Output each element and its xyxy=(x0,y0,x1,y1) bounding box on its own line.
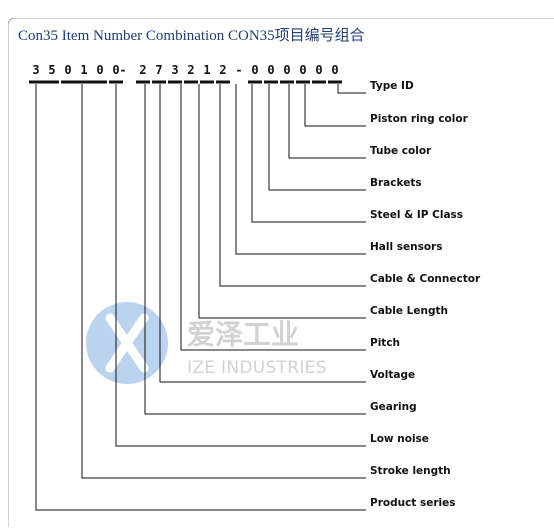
leader-line xyxy=(288,84,366,159)
code-digit: 1 xyxy=(80,63,87,77)
leader-line xyxy=(35,84,366,511)
code-digit: - xyxy=(119,63,126,77)
field-label: Type ID xyxy=(370,80,414,92)
leader-line xyxy=(304,84,366,127)
code-digit: 0 xyxy=(315,63,322,77)
page-title: Con35 Item Number Combination CON35项目编号组… xyxy=(18,28,365,44)
diagram-frame xyxy=(7,17,554,527)
leader-line xyxy=(144,84,366,415)
frame-border xyxy=(7,17,554,527)
leader-line xyxy=(251,84,366,223)
code-digit: 2 xyxy=(219,63,226,77)
code-digit: 3 xyxy=(171,63,178,77)
leader-line xyxy=(159,84,366,383)
code-digit: 1 xyxy=(203,63,210,77)
code-digit: 0 xyxy=(331,63,338,77)
field-label: Brackets xyxy=(370,177,422,189)
watermark: 爱泽工业 IZE INDUSTRIES xyxy=(86,302,327,384)
leader-line xyxy=(219,84,366,287)
code-digit: 0 xyxy=(96,63,103,77)
watermark-english-text: IZE INDUSTRIES xyxy=(187,358,327,378)
leader-line xyxy=(81,84,366,479)
leader-line xyxy=(268,84,366,191)
leader-line xyxy=(337,84,366,94)
code-digit: 0 xyxy=(64,63,71,77)
field-label: Voltage xyxy=(370,369,415,381)
code-digit: 7 xyxy=(155,63,162,77)
code-digit: - xyxy=(235,63,242,77)
code-digit: 0 xyxy=(299,63,306,77)
field-label: Cable & Connector xyxy=(370,273,481,285)
code-digit: 0 xyxy=(283,63,290,77)
field-label: Low noise xyxy=(370,433,429,445)
field-label: Piston ring color xyxy=(370,113,469,125)
code-digit: 0 xyxy=(267,63,274,77)
code-digit: 2 xyxy=(187,63,194,77)
field-label: Stroke length xyxy=(370,465,451,477)
field-label: Tube color xyxy=(370,145,432,157)
code-digit: 5 xyxy=(48,63,55,77)
field-label: Hall sensors xyxy=(370,241,442,253)
field-label: Cable Length xyxy=(370,305,448,317)
leader-lines xyxy=(35,84,366,511)
code-digit: 0 xyxy=(112,63,119,77)
code-digit: 2 xyxy=(139,63,146,77)
field-label: Pitch xyxy=(370,337,400,349)
field-label: Product series xyxy=(370,497,456,509)
leader-line xyxy=(115,84,366,447)
code-digit: 0 xyxy=(251,63,258,77)
field-label: Gearing xyxy=(370,401,417,413)
leader-line xyxy=(198,84,366,319)
field-label: Steel & IP Class xyxy=(370,209,463,221)
watermark-chinese-text: 爱泽工业 xyxy=(187,318,299,351)
leader-line xyxy=(180,84,366,351)
leader-line xyxy=(235,84,366,255)
code-digit: 3 xyxy=(32,63,39,77)
watermark-logo-icon xyxy=(86,302,168,384)
